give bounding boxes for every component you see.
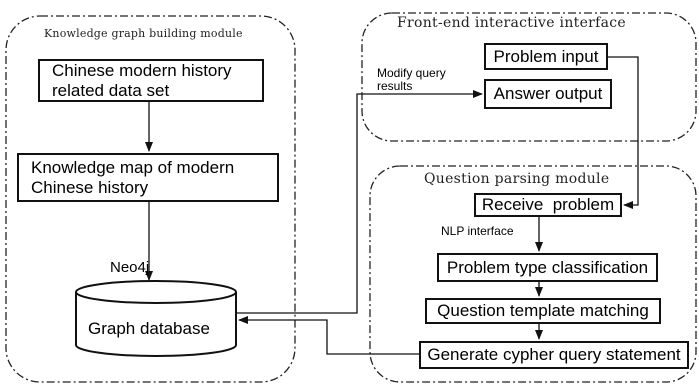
- frontend-module-border: [361, 12, 697, 142]
- modify-query-label: Modify query results: [377, 66, 446, 93]
- knowledge-map-label: Knowledge map of modern Chinese history: [31, 157, 235, 197]
- type-classification-label: Problem type classification: [446, 257, 649, 277]
- dataset-label: Chinese modern history related data set: [52, 60, 232, 100]
- knowledge-map-box: Knowledge map of modern Chinese history: [17, 153, 279, 202]
- cypher-statement-box: Generate cypher query statement: [419, 341, 689, 369]
- problem-input-label: Problem input: [493, 46, 599, 66]
- receive-problem-box: Receive problem: [474, 193, 622, 217]
- neo4j-label: Neo4j: [110, 259, 150, 276]
- parsing-module-border: [369, 165, 697, 383]
- problem-input-box: Problem input: [484, 43, 608, 70]
- answer-output-label: Answer output: [493, 84, 603, 103]
- arrow-cypher-to-graphdb: [238, 316, 419, 355]
- dataset-box: Chinese modern history related data set: [38, 59, 264, 102]
- type-classification-box: Problem type classification: [437, 253, 658, 282]
- graph-database-cylinder: [75, 280, 237, 357]
- kg-module-title: Knowledge graph building module: [44, 27, 243, 40]
- nlp-interface-label: NLP interface: [441, 224, 514, 238]
- parsing-module-title: Question parsing module: [424, 171, 610, 187]
- template-matching-box: Question template matching: [425, 298, 661, 324]
- cypher-statement-label: Generate cypher query statement: [427, 345, 681, 364]
- arrow-problem-input-to-receive-problem: [608, 56, 639, 209]
- graph-database-label: Graph database: [88, 319, 210, 338]
- template-matching-label: Question template matching: [437, 301, 649, 320]
- receive-problem-label: Receive problem: [481, 195, 615, 214]
- answer-output-box: Answer output: [484, 79, 612, 109]
- frontend-module-title: Front-end interactive interface: [397, 15, 627, 31]
- arrow-graphdb-to-answer-output: [237, 90, 483, 314]
- kg-module-border: [5, 15, 296, 383]
